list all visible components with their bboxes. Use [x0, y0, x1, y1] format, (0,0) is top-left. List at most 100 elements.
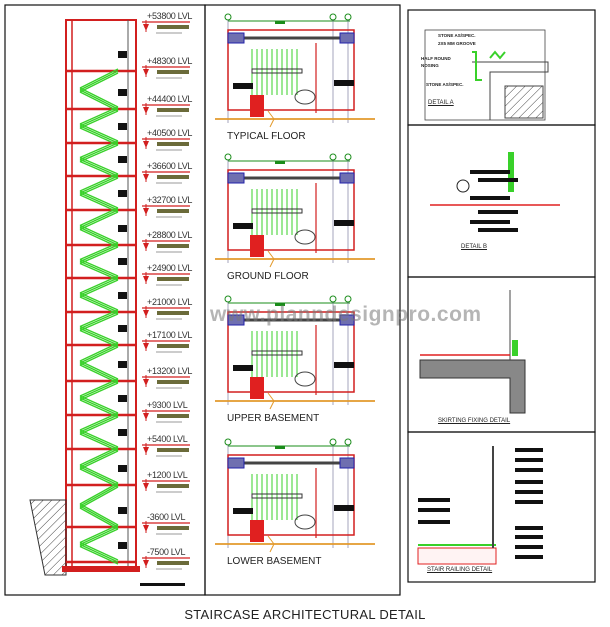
- grid-bubble: [344, 295, 352, 303]
- stair-flight: [79, 244, 119, 263]
- note-bar: [515, 526, 543, 530]
- stair-flight: [79, 327, 119, 346]
- stair-handrail: [251, 493, 303, 499]
- level-label: +5400 LVL: [147, 434, 188, 444]
- stair-flight: [79, 177, 119, 196]
- note-bar: [515, 490, 543, 494]
- note-bar: [478, 228, 518, 232]
- stair-flight: [79, 325, 119, 344]
- note-bar: [470, 220, 510, 224]
- dim-tag: [275, 161, 285, 164]
- level-tag: [157, 380, 189, 384]
- note-bar: [515, 448, 543, 452]
- plan-title: TYPICAL FLOOR: [227, 131, 306, 142]
- plan-outline: [227, 169, 355, 251]
- stair-flight: [79, 190, 119, 209]
- stair-flight: [79, 242, 119, 261]
- door-tag: [334, 80, 354, 86]
- stair-flight: [79, 279, 119, 298]
- stair-flight: [79, 545, 119, 565]
- note-bar: [515, 468, 543, 472]
- plan-outline: [227, 454, 355, 536]
- plan-title: LOWER BASEMENT: [227, 556, 322, 567]
- stair-flight: [79, 194, 119, 213]
- stair-flight: [79, 446, 119, 466]
- lift-shaft: [250, 377, 264, 399]
- detail-a-note: HALF ROUND: [421, 56, 451, 61]
- stair-flight: [79, 543, 119, 563]
- watermark: www.planndesignpro.com: [210, 303, 482, 326]
- stair-flight: [79, 68, 119, 89]
- stair-flight: [79, 258, 119, 277]
- stair-flight: [79, 313, 119, 332]
- stair-flight: [79, 395, 119, 414]
- grid-bubble: [329, 13, 337, 21]
- note-bar: [470, 196, 510, 200]
- stair-flight: [79, 486, 119, 509]
- grid-bubble: [344, 13, 352, 21]
- door-tag: [233, 223, 253, 229]
- stair-flight: [79, 140, 119, 159]
- door-mark: [118, 258, 127, 265]
- level-label: +1200 LVL: [147, 470, 188, 480]
- stair-flight: [79, 429, 119, 448]
- stair-flight: [79, 414, 119, 433]
- stair-flight: [79, 296, 119, 315]
- stair-flight: [79, 505, 119, 528]
- note-bar: [418, 498, 450, 502]
- floor-plan: [215, 153, 375, 268]
- frame: [407, 124, 596, 278]
- stair-flight: [79, 503, 119, 526]
- grid-bubble: [344, 153, 352, 161]
- stair-flight: [79, 468, 119, 488]
- stair-flight: [79, 360, 119, 380]
- sheet-frames: [4, 4, 596, 596]
- break-line: [267, 110, 275, 128]
- stair-flight: [79, 399, 119, 418]
- nosing: [472, 51, 482, 81]
- stair-flight: [79, 464, 119, 484]
- stair-flight: [79, 173, 119, 192]
- door-mark: [118, 465, 127, 472]
- door-tag: [334, 505, 354, 511]
- detail-a-note: NOSING: [421, 63, 439, 68]
- stair-flight: [79, 127, 119, 146]
- stair-handrail: [251, 350, 303, 356]
- railing-detail-title: STAIR RAILING DETAIL: [427, 567, 493, 573]
- level-label: +40500 LVL: [147, 128, 193, 138]
- groove: [489, 50, 506, 60]
- note-bar: [478, 178, 518, 182]
- stair-flight: [79, 541, 119, 561]
- stair-flight: [79, 433, 119, 452]
- stair-flight: [79, 346, 119, 366]
- stair-flight: [79, 524, 119, 544]
- pipe: [456, 179, 470, 193]
- stair-flight: [79, 260, 119, 279]
- note-bar: [515, 535, 543, 539]
- level-tag: [157, 414, 189, 418]
- level-label: +44400 LVL: [147, 94, 193, 104]
- stair-flight: [79, 416, 119, 435]
- grid-bubble: [329, 438, 337, 446]
- level-tag: [157, 448, 189, 452]
- level-label: +17100 LVL: [147, 330, 193, 340]
- dim-tag: [275, 21, 285, 24]
- stair-flight: [79, 431, 119, 450]
- stair-flight: [79, 142, 119, 161]
- hatched-riser: [504, 85, 544, 119]
- toilet-fixture: [294, 371, 316, 387]
- plan-outline: [227, 311, 355, 393]
- stair-flight: [79, 72, 119, 93]
- door-mark: [118, 89, 127, 96]
- stair-flight: [79, 262, 119, 281]
- level-label: +21000 LVL: [147, 297, 193, 307]
- stair-flight: [79, 158, 119, 177]
- stair-flight: [79, 342, 119, 362]
- door-mark: [118, 123, 127, 130]
- post: [508, 152, 514, 192]
- note-bar: [470, 170, 510, 174]
- level-tag: [157, 70, 189, 74]
- column: [227, 172, 245, 184]
- detail-drawings: [140, 29, 560, 586]
